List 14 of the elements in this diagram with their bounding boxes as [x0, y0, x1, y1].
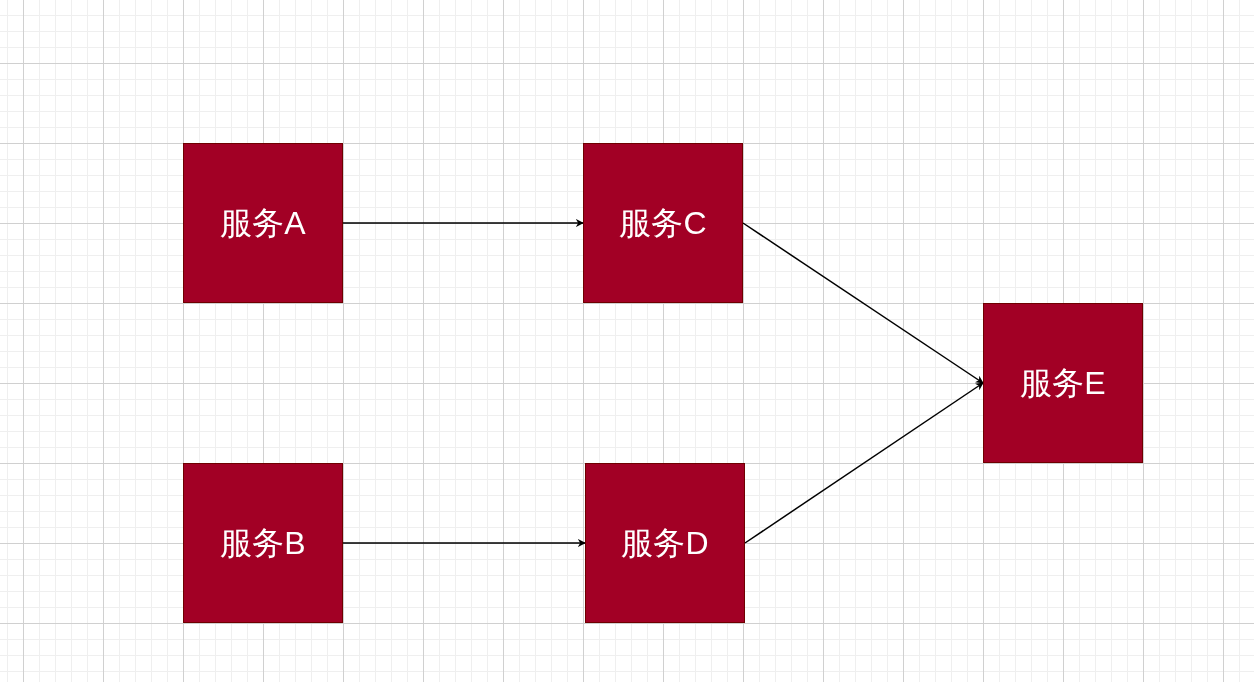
service-name: 服务B [220, 527, 306, 559]
service-box [183, 463, 343, 623]
service-box [585, 463, 745, 623]
service-name: 服务E [1020, 367, 1106, 399]
service-box [583, 143, 743, 303]
arrow [744, 382, 984, 544]
arrow [342, 219, 584, 227]
service-name: 服务A [220, 207, 306, 239]
arrow [742, 222, 984, 384]
service-name: 服务D [621, 527, 709, 559]
service-box [983, 303, 1143, 463]
service-box [183, 143, 343, 303]
arrow [342, 539, 586, 547]
service-name: 服务C [619, 207, 707, 239]
